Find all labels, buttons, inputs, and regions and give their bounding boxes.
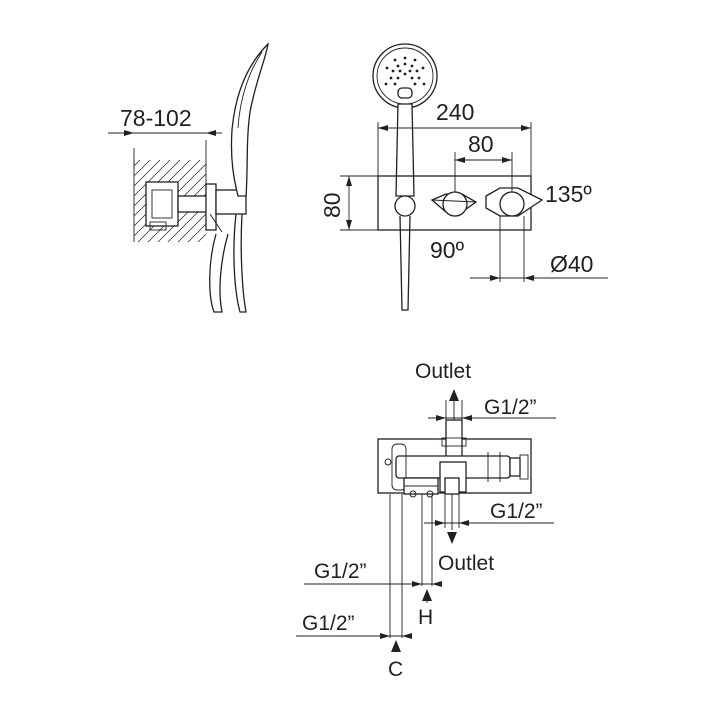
shower-holder-front xyxy=(394,195,416,217)
diverter-handle xyxy=(430,191,478,217)
depth-dimension-label: 78-102 xyxy=(120,105,192,131)
concealed-body xyxy=(145,181,179,227)
plate-height-label: 80 xyxy=(319,192,345,218)
connection-diagram: Outlet G1/2” G1/2” Outlet G1/2” H G1/2” … xyxy=(296,360,556,681)
handshower-handle-front xyxy=(395,103,415,197)
bottom-outlet-label: Outlet xyxy=(438,552,494,575)
cold-inlet-thread: G1/2” xyxy=(302,612,355,635)
side-view: 78-102 xyxy=(108,42,269,313)
hot-inlet-thread: G1/2” xyxy=(314,560,367,583)
diverter-rotation-label: 90º xyxy=(430,237,465,263)
wall-plate-side xyxy=(205,183,217,231)
cold-inlet-label: C xyxy=(388,658,403,681)
handle-diameter-label: Ø40 xyxy=(550,251,593,277)
hot-inlet-label: H xyxy=(418,606,433,629)
hose-side xyxy=(209,233,229,313)
mixer-rotation-label: 135º xyxy=(545,181,592,207)
handle-spacing-label: 80 xyxy=(468,131,494,157)
top-outlet-label: Outlet xyxy=(415,360,471,383)
hose-front xyxy=(399,215,411,311)
bottom-outlet-thread: G1/2” xyxy=(490,500,543,523)
bottom-outlet-pipe xyxy=(444,477,460,495)
front-view: 240 80 80 135º 90º Ø40 xyxy=(319,43,608,311)
handshower-side xyxy=(230,42,269,197)
total-width-label: 240 xyxy=(436,99,474,125)
shower-head-nozzles xyxy=(384,56,426,86)
mixer-handle xyxy=(485,187,544,217)
top-outlet-pipe xyxy=(445,419,463,461)
top-outlet-thread: G1/2” xyxy=(484,396,537,419)
